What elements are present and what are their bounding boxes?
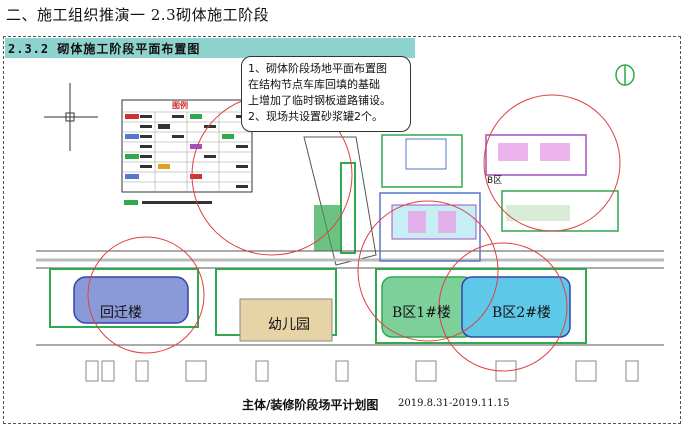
zone-label-kindergarten: 幼儿园 — [268, 317, 310, 333]
zone-label-b2: B区2#楼 — [492, 305, 551, 321]
crane-radius-circles — [87, 94, 621, 372]
plan-date: 2019.8.31-2019.11.15 — [398, 398, 510, 409]
note-line: 上增加了临时钢板道路铺设。 — [248, 94, 391, 107]
building-kindergarten — [215, 268, 337, 342]
content-frame — [3, 36, 681, 424]
zone-label-b1: B区1#楼 — [392, 305, 451, 321]
south-buildings — [85, 360, 639, 382]
construction-block-east — [485, 134, 619, 232]
building-huiqian — [49, 268, 199, 328]
note-callout: 1、砌体阶段场地平面布置图 在结构节点车库回填的基础 上增加了临时钢板道路铺设。… — [241, 56, 411, 132]
note-line: 1、砌体阶段场地平面布置图 — [248, 62, 387, 75]
building-b1 — [375, 268, 587, 344]
zone-b-label: B区 — [487, 176, 503, 186]
compass-icon — [615, 64, 635, 86]
section-heading: 二、施工组织推演一 2.3砌体施工阶段 — [6, 6, 270, 24]
site-plan-drawing — [36, 64, 664, 382]
zone-label-huiqian: 回迁楼 — [100, 305, 142, 321]
construction-block-north — [379, 134, 481, 262]
note-line: 在结构节点车库回填的基础 — [248, 78, 380, 91]
legend-title: 图例 — [172, 101, 188, 110]
subsection-title: 2.3.2 砌体施工阶段平面布置图 — [8, 42, 201, 56]
legend-table — [121, 99, 253, 205]
subtitle-bar — [5, 38, 415, 58]
plan-title: 主体/装修阶段场平计划图 — [242, 398, 379, 412]
north-arrow-icon — [44, 83, 98, 151]
note-line: 2、现场共设置砂浆罐2个。 — [248, 110, 383, 123]
